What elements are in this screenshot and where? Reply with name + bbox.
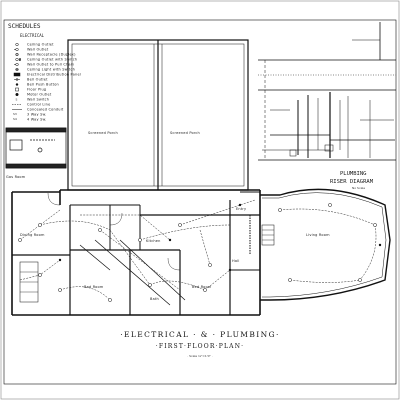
schedules-subtitle: ELECTRICAL [20, 33, 45, 38]
riser-diagram [258, 22, 396, 161]
legend-label: Wall Switch [27, 98, 49, 102]
title-line-1: ·ELECTRICAL · & · PLUMBING· [120, 330, 280, 339]
room-label-small: Gas Room [6, 175, 26, 179]
legend-label: Wall Outlet [27, 48, 49, 52]
riser-title-line2: RISER DIAGRAM [330, 179, 374, 185]
legend-label: Ceiling Outlet with Switch [27, 58, 77, 62]
legend-label: Ceiling Light with Switch [27, 68, 75, 72]
legend-label: 3 Way Sw. [27, 113, 47, 117]
legend-label: Bell Push Button [27, 83, 59, 87]
svg-text:S: S [16, 98, 18, 102]
room-label-bed-room-1: Bed Room [84, 285, 104, 289]
riser-scale: No Scale [352, 186, 365, 190]
small-room-detail: Gas Room [5, 127, 67, 179]
legend-label: Bell Outlet [27, 78, 48, 82]
room-label-screened-porch-1: Screened Porch [88, 131, 118, 135]
circuit-wiring [19, 199, 377, 301]
room-label-kitchen: Kitchen [146, 239, 161, 243]
outlet-symbols [18, 203, 377, 302]
riser-title-line1: PLUMBING [340, 171, 367, 177]
legend-label: Wall Outlet to Pull Chain [27, 63, 74, 67]
room-label-bed-room-2: Bed Room [192, 285, 212, 289]
sheet-inner-border [3, 19, 397, 385]
legend-label: Floor Plug [27, 88, 46, 92]
title-scale: · Scale ⅛"=1'0" · [187, 354, 213, 358]
schedules-legend: SCHEDULES ELECTRICAL S S S3 S4 Ceiling O… [8, 23, 81, 122]
room-label-screened-porch-2: Screened Porch [170, 131, 200, 135]
legend-label: Wall Receptacle (Duplex) [27, 53, 76, 57]
legend-label: Motor Outlet [27, 93, 52, 97]
svg-text:S4: S4 [13, 117, 17, 121]
legend-labels: Ceiling Outlet Wall Outlet Wall Receptac… [27, 43, 81, 122]
title-block: ·ELECTRICAL · & · PLUMBING· ·FIRST·FLOOR… [120, 330, 280, 358]
svg-text:S: S [19, 58, 21, 62]
legend-label: Ceiling Outlet [27, 43, 54, 47]
legend-symbols: S S S3 S4 [12, 42, 22, 121]
legend-label: Concealed Conduit [27, 108, 64, 112]
floor-plan-walls [11, 188, 391, 316]
room-label-hall: Hall [232, 259, 240, 263]
outlet-dots [58, 203, 382, 272]
legend-label: 4 Way Sw. [27, 118, 47, 122]
upper-porches [60, 39, 260, 191]
svg-text:S3: S3 [13, 112, 17, 116]
room-label-entry: Entry [236, 207, 246, 211]
room-label-bath: Bath [150, 297, 159, 301]
circuit-wiring-solid [79, 239, 186, 306]
room-label-dining-room: Dining Room [20, 233, 45, 237]
title-line-2: ·FIRST·FLOOR·PLAN· [156, 343, 245, 350]
schedules-title: SCHEDULES [8, 23, 41, 30]
legend-label: Control Line [27, 103, 50, 107]
room-label-living-room: Living Room [306, 233, 330, 237]
legend-label: Electrical Distribution Panel [27, 73, 81, 77]
